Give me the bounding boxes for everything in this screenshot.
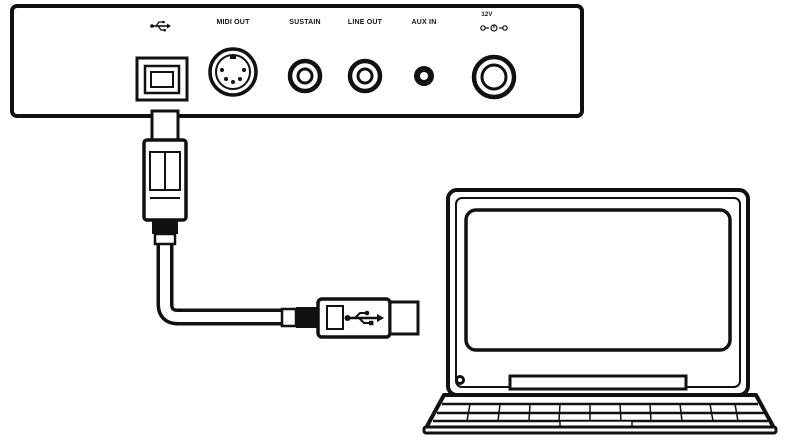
midi-out-label: MIDI OUT xyxy=(216,19,250,26)
usb-cable xyxy=(142,109,420,339)
line-out-label: LINE OUT xyxy=(347,19,383,26)
laptop-screen xyxy=(464,208,732,352)
dc-polarity-icon xyxy=(480,24,508,32)
usb-a-plug xyxy=(280,297,420,339)
laptop xyxy=(422,188,778,435)
sustain-label: SUSTAIN xyxy=(289,19,321,26)
rear-panel xyxy=(10,4,584,118)
power-label: 12V xyxy=(481,12,493,18)
midi-out-port xyxy=(208,47,258,97)
aux-in-label: AUX IN xyxy=(411,19,437,26)
usb-b-port xyxy=(135,56,189,102)
aux-in-jack xyxy=(414,66,434,86)
sustain-jack xyxy=(287,58,323,94)
laptop-hinge xyxy=(508,374,688,391)
laptop-base xyxy=(422,393,778,435)
power-jack xyxy=(471,54,517,100)
usb-icon xyxy=(150,20,171,32)
line-out-jack xyxy=(347,58,383,94)
usb-b-plug xyxy=(142,109,188,246)
usb-icon xyxy=(344,310,384,326)
